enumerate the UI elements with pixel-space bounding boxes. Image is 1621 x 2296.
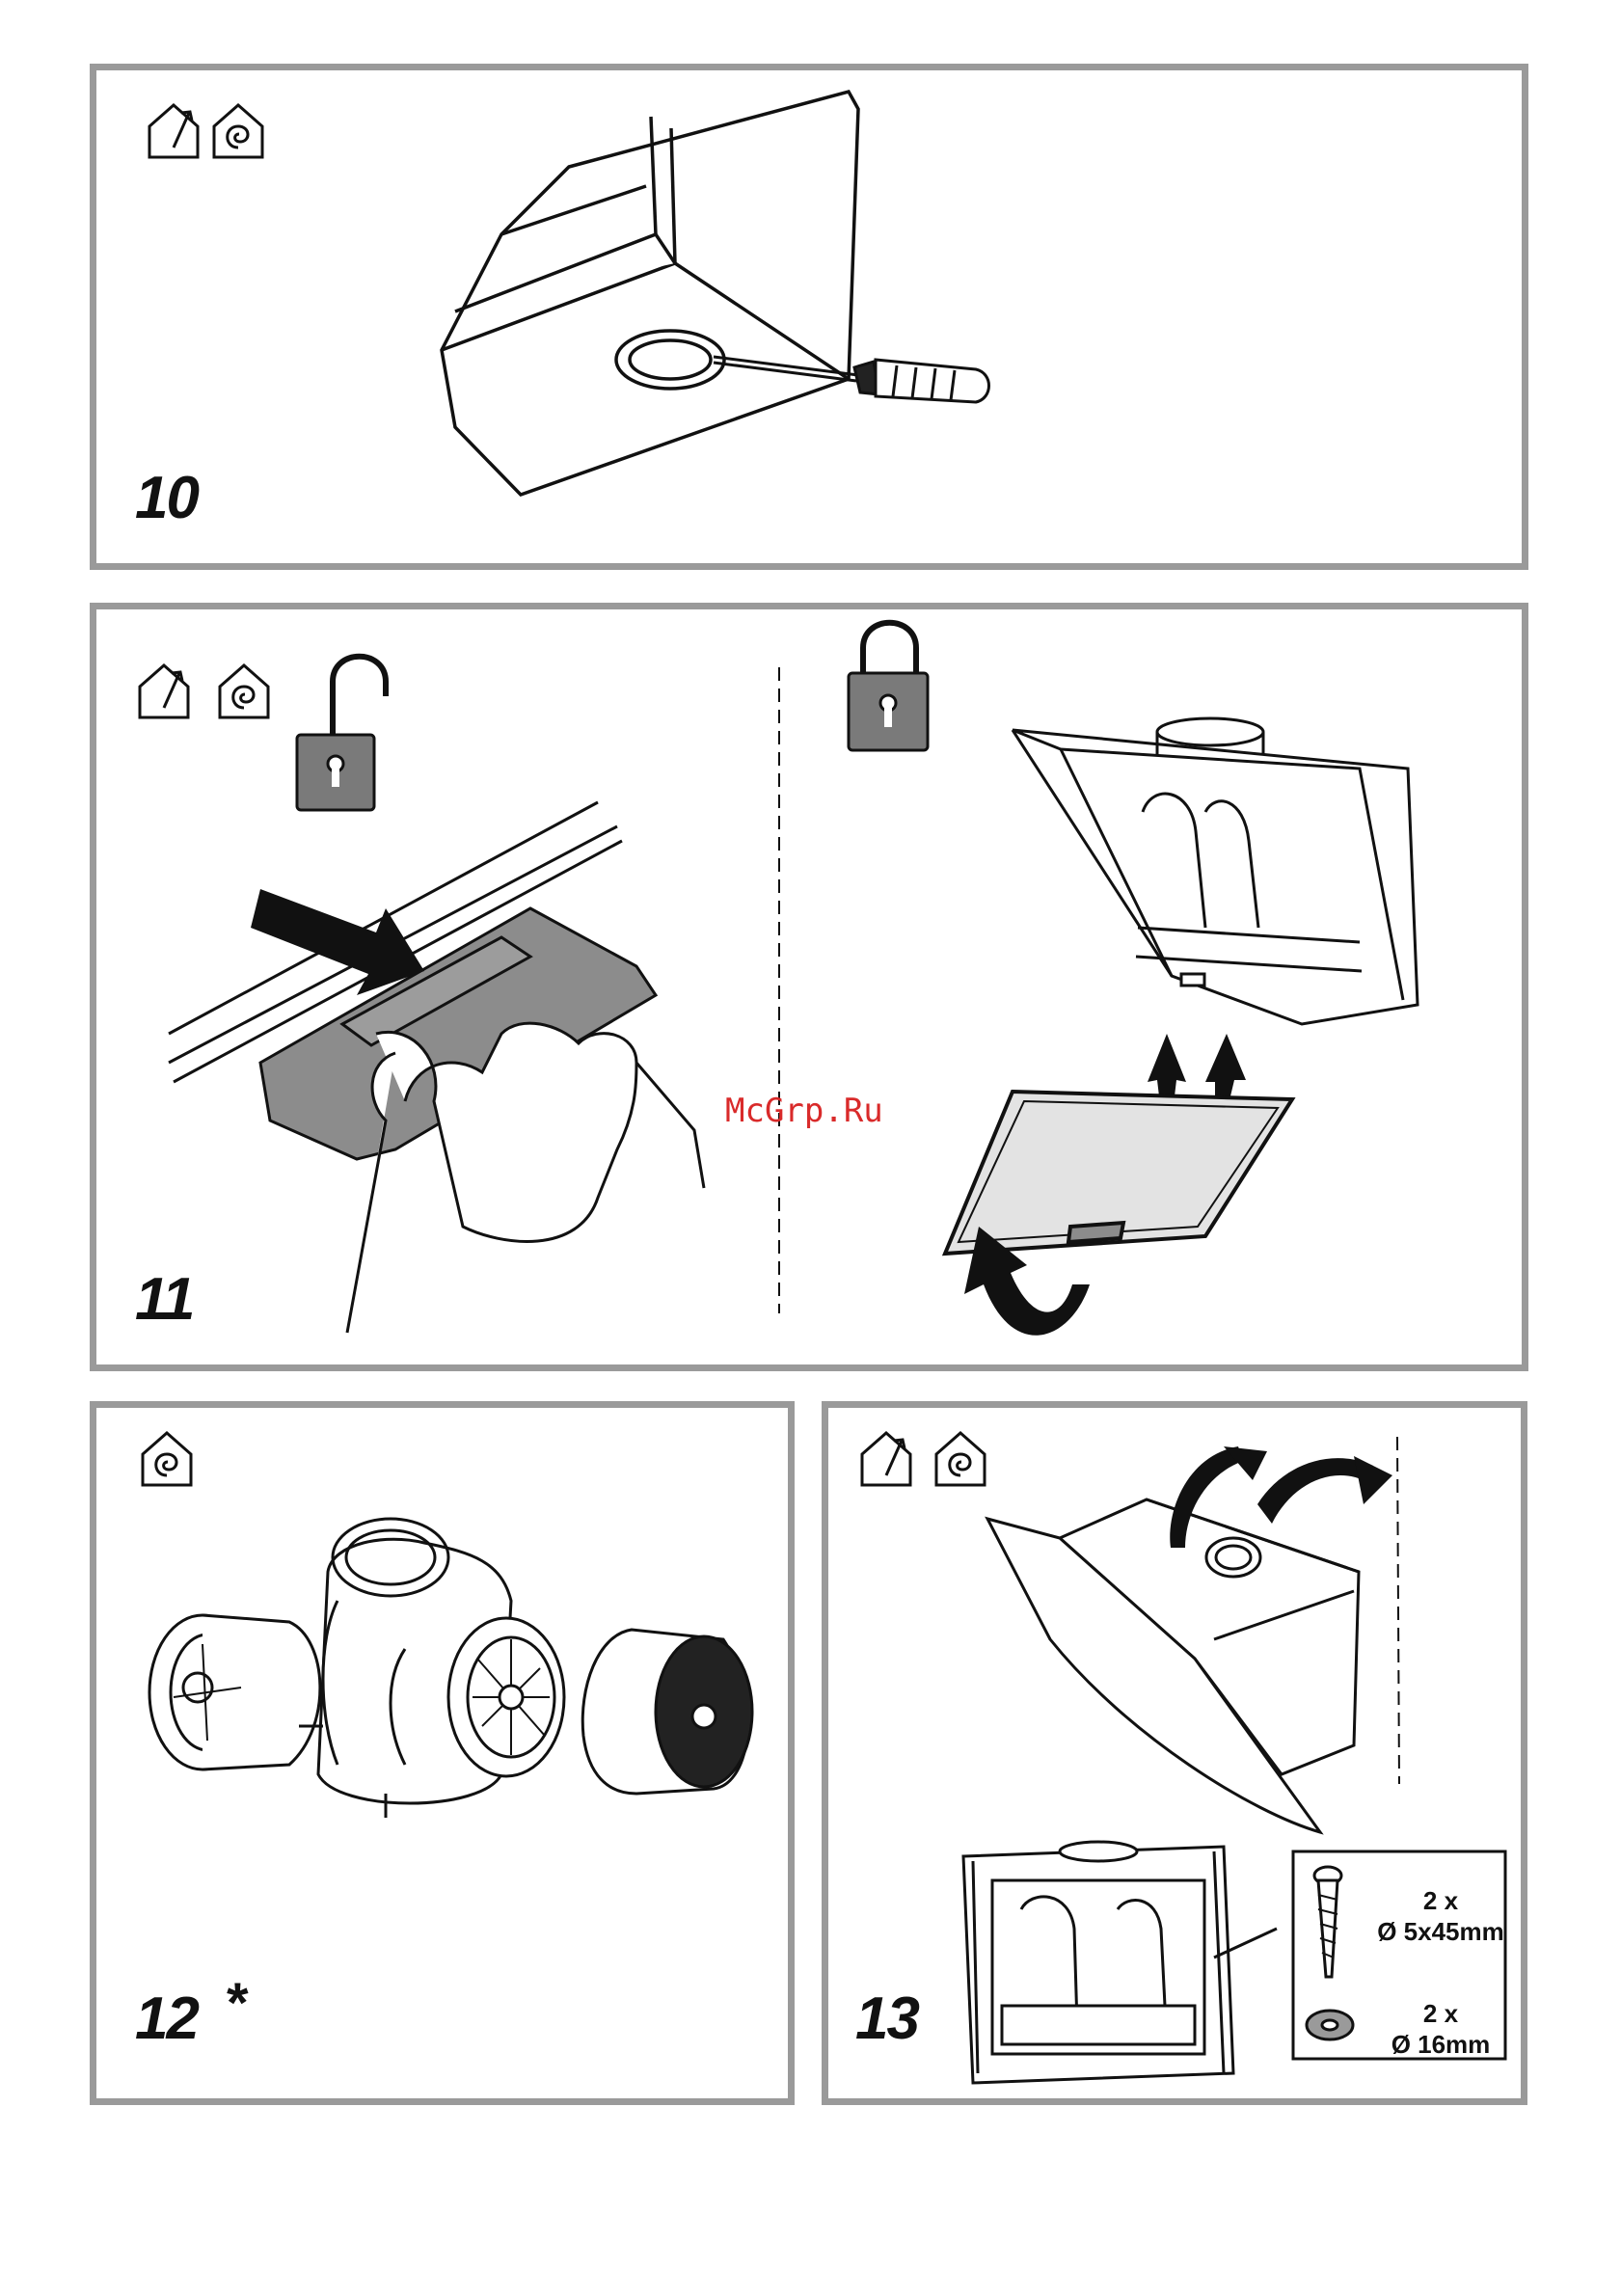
screw-spec: 2 x Ø 5x45mm [1368,1885,1513,1947]
washer-icon [1307,2011,1353,2039]
washer-quantity: 2 x [1368,1998,1513,2029]
step-number: 13 [855,1985,918,2053]
step-10-panel: 10 [90,64,1528,570]
recirculation-mode-icon [143,1433,191,1485]
step-13-illustration [828,1408,1521,2098]
unlock-icon [297,657,386,810]
push-arrow [251,889,424,995]
cooker-hood-installed [963,1842,1277,2083]
carbon-filter-right [582,1630,752,1794]
extraction-mode-icon [862,1433,910,1485]
step-12-illustration [96,1408,788,2098]
step-number: 10 [135,464,198,532]
watermark: McGrp.Ru [725,1092,883,1130]
step-11-panel: McGrp.Ru 11 [90,603,1528,1371]
recirculation-mode-icon [214,105,262,157]
step-12-panel: 12 * [90,1401,795,2105]
screw-size: Ø 5x45mm [1368,1916,1513,1947]
lock-icon [849,623,928,750]
step-11-illustration [96,609,1522,1364]
screw-quantity: 2 x [1368,1885,1513,1916]
washer-spec: 2 x Ø 16mm [1368,1998,1513,2060]
footnote-asterisk: * [227,1971,249,2036]
cooker-hood [442,92,858,495]
recirculation-mode-icon [936,1433,985,1485]
extraction-mode-icon [140,665,188,717]
cooker-hood-mounting [987,1499,1359,1832]
recirculation-mode-icon [220,665,268,717]
step-10-illustration [96,70,1522,563]
hand [347,1023,704,1333]
washer-size: Ø 16mm [1368,2029,1513,2060]
carbon-filter-left [149,1615,320,1769]
step-13-panel: 2 x Ø 5x45mm 2 x Ø 16mm 13 [822,1401,1527,2105]
cooker-hood-open [1013,718,1418,1024]
extraction-mode-icon [149,105,198,157]
step-number: 12 [135,1985,198,2053]
step-number: 11 [135,1265,193,1334]
grease-filter [945,1092,1292,1254]
fan-motor [299,1519,564,1818]
wall-line [1397,1437,1399,1784]
